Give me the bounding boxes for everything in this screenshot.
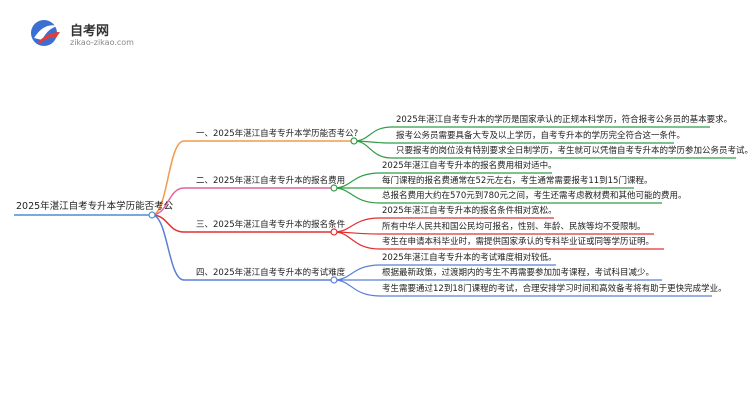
branch-node-3[interactable]: 三、2025年湛江自考专升本的报名条件 (196, 220, 346, 230)
root-joint (148, 211, 156, 219)
leaf-node[interactable]: 每门课程的报名费通常在52元左右，考生通常需要报考11到15门课程。 (382, 176, 653, 186)
branch2-connector (151, 187, 185, 216)
logo-url: zikao-zikao.com (70, 38, 134, 47)
leaf-node[interactable]: 考生需要通过12到18门课程的考试，合理安排学习时间和高效备考将有助于更快完成学… (382, 284, 727, 294)
leaf-node[interactable]: 所有中华人民共和国公民均可报名，性别、年龄、民族等均不受限制。 (382, 222, 646, 232)
branch-node-2[interactable]: 二、2025年湛江自考专升本的报名费用 (196, 176, 346, 186)
logo-mark-icon (31, 20, 60, 46)
leaf-node[interactable]: 2025年湛江自考专升本的考试难度相对较低。 (382, 253, 557, 263)
logo-title: 自考网 (70, 24, 110, 39)
leaf-node[interactable]: 考生在申请本科毕业时，需提供国家承认的专科毕业证或同等学历证明。 (382, 237, 655, 247)
root-node[interactable]: 2025年湛江自考专升本学历能否考公 (16, 201, 174, 212)
leaf-node[interactable]: 报考公务员需要具备大专及以上学历，自考专升本的学历完全符合这一条件。 (396, 131, 686, 141)
leaf-node[interactable]: 总报名费用大约在570元到780元之间，考生还需考虑教材费和其他可能的费用。 (382, 191, 687, 201)
branch1-connector (151, 140, 185, 216)
leaf-node[interactable]: 2025年湛江自考专升本的报名费用相对适中。 (382, 161, 557, 171)
site-logo[interactable]: 自考网 zikao-zikao.com (28, 18, 158, 54)
leaf-node[interactable]: 根据最新政策，过渡期内的考生不再需要参加加考课程，考试科目减少。 (382, 268, 655, 278)
leaf-node[interactable]: 只要报考的岗位没有特别要求全日制学历，考生就可以凭借自考专升本的学历参加公务员考… (396, 146, 750, 156)
leaf-node[interactable]: 2025年湛江自考专升本的学历是国家承认的正规本科学历，符合报考公务员的基本要求… (396, 115, 733, 125)
branch-node-4[interactable]: 四、2025年湛江自考专升本的考试难度 (196, 268, 346, 278)
leaf-node[interactable]: 2025年湛江自考专升本的报名条件相对宽松。 (382, 206, 557, 216)
branch4-connector (151, 214, 185, 281)
branch-node-1[interactable]: 一、2025年湛江自考专升本学历能否考公? (196, 129, 359, 139)
